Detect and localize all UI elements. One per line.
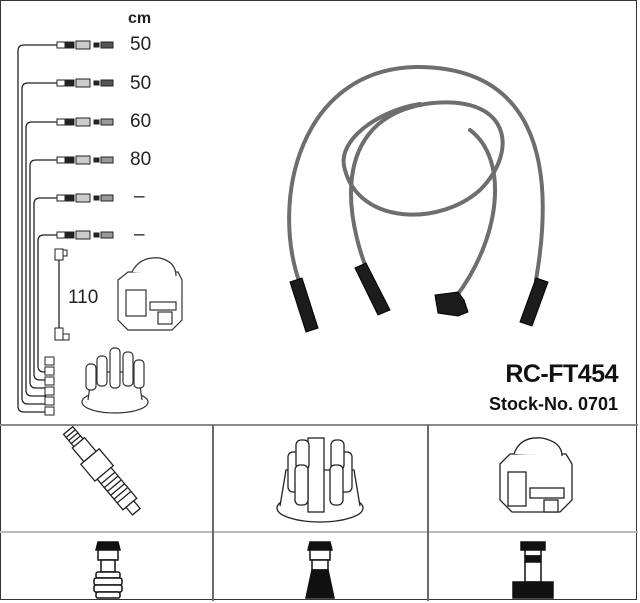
lead-connectors: [44, 40, 114, 416]
distributor-cap-icon: [276, 437, 364, 523]
connector-3: [56, 117, 114, 127]
grid-divider-col2: [427, 425, 429, 601]
connector-6: [56, 230, 114, 240]
part-number: RC-FT454: [505, 360, 618, 388]
grid-divider-col1: [212, 425, 214, 601]
coil-lead-length: 110: [68, 287, 99, 308]
boot-1: [289, 277, 319, 333]
ignition-coil-small-icon: [117, 257, 183, 331]
ignition-coil-icon: [499, 437, 573, 513]
lead-length-3: 60: [130, 111, 152, 132]
plug-terminal-tapered-icon: [305, 541, 335, 599]
connector-1: [56, 40, 114, 50]
stock-number: Stock-No. 0701: [488, 394, 618, 414]
lead-length-4: 80: [130, 149, 152, 170]
grid-divider-middle: [0, 531, 638, 533]
connector-4: [56, 155, 114, 165]
spark-plug-icon: [62, 425, 142, 516]
lead-wires: [17, 44, 60, 413]
lead-length-6: –: [134, 224, 145, 245]
lead-length-5: –: [134, 186, 145, 207]
boot-3-angled: [434, 291, 469, 317]
length-unit: cm: [128, 10, 152, 27]
lead-length-2: 50: [130, 73, 152, 94]
plug-terminal-ribbed-icon: [93, 541, 123, 599]
connector-5: [56, 193, 114, 203]
boot-2: [354, 262, 391, 316]
coil-terminal-socket-icon: [512, 541, 554, 599]
connector-2: [56, 78, 114, 88]
cable-boots: [289, 262, 549, 333]
distributor-cap-small-icon: [81, 347, 149, 414]
lead-length-1: 50: [130, 34, 152, 55]
ignition-cable-set: [287, 64, 545, 302]
grid-divider-top: [0, 424, 638, 426]
boot-4: [519, 277, 549, 327]
